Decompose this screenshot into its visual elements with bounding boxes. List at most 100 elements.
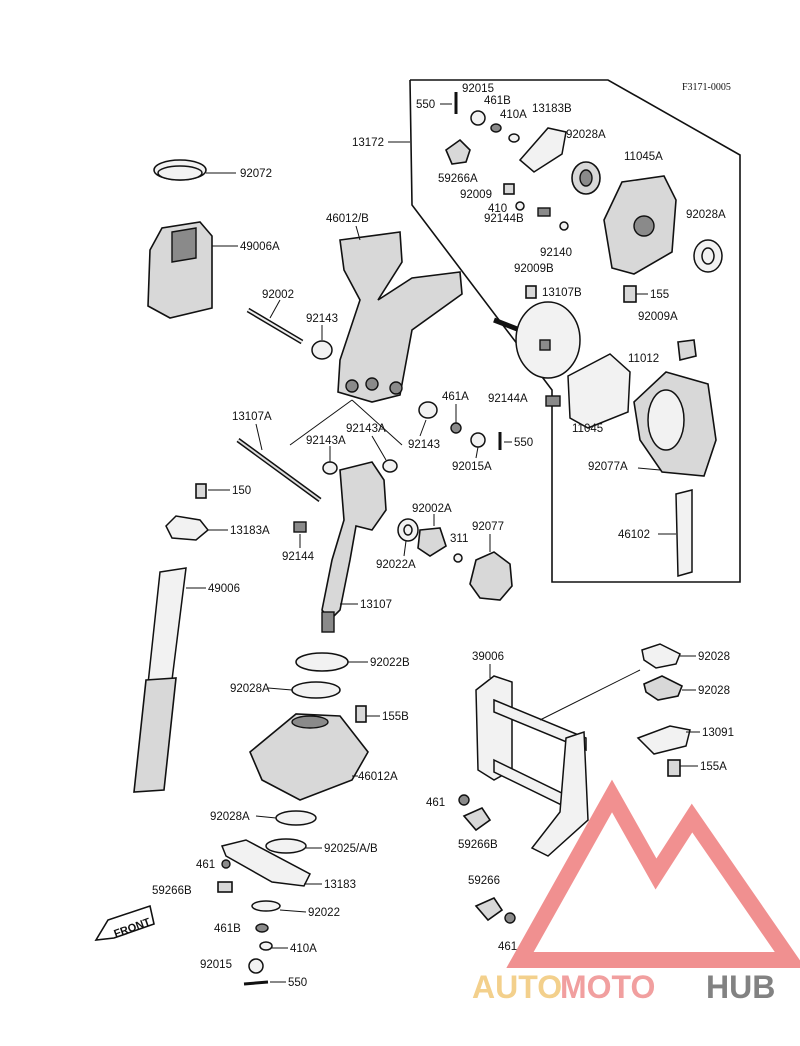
tube-49006-upper [147,567,187,685]
label-92009B: 92009B [514,263,554,275]
label-92025: 92025/A/B [324,843,378,855]
label-92144: 92144 [282,551,315,563]
label-11045: 11045 [572,423,603,435]
leader-92002 [269,299,281,319]
label-11045A: 11045A [624,151,663,163]
label-46012B: 46012/B [326,213,369,225]
label-410A-top: 410A [500,109,527,121]
watermark-logo: AUTO MOTO HUB [472,779,800,1005]
label-155: 155 [650,289,669,301]
spring-92144 [293,521,307,533]
label-550-mid: 550 [514,437,533,449]
leader-92015A [475,446,479,459]
frame-39006-right [530,730,589,857]
leader-13107A [255,423,263,451]
bolt-155B [355,705,367,723]
label-59266: 59266 [468,875,500,887]
plate-13183A [165,515,210,541]
label-461-low: 461 [196,859,215,871]
washer-92143A-mid [382,459,398,473]
watermark-auto: AUTO [472,969,562,1005]
collar-92143-mid [418,401,438,419]
washer-410A-top [508,133,520,143]
pin-550-low [243,980,269,986]
washer-92022B [295,652,349,672]
label-13183A: 13183A [230,525,270,537]
boot-49006A-slot [171,227,197,263]
nut-92015-top [470,110,486,126]
label-92009A: 92009A [638,311,678,323]
label-59266B-right: 59266B [458,839,498,851]
label-59266B-low: 59266B [152,885,192,897]
label-92002: 92002 [262,289,294,301]
label-11012: 11012 [628,353,659,365]
label-550-low: 550 [288,977,307,989]
fitting-59266 [474,896,504,922]
disc-13107B-hub [539,339,551,351]
fitting-59266B-right [462,806,492,832]
housing-46012A [249,713,369,801]
washer-461B-top [490,123,502,133]
label-92015A: 92015A [452,461,492,473]
label-92022B: 92022B [370,657,410,669]
spring-92144A [545,395,561,407]
label-92144A: 92144A [488,393,528,405]
label-461A: 461A [442,391,469,403]
label-410: 410 [488,203,507,215]
collar-92143-top [311,340,333,360]
label-92015-top: 92015 [462,83,494,95]
bracket-hole-1 [345,379,359,393]
watermark-moto: MOTO [560,969,655,1005]
knob-92077A-face [647,389,685,451]
bracket-hole-3 [389,381,403,395]
label-92077: 92077 [472,521,504,533]
label-92015: 92015 [200,959,232,971]
label-410A-low: 410A [290,943,317,955]
label-461-right: 461 [426,797,445,809]
label-155B: 155B [382,711,409,723]
label-92028A-top: 92028A [566,129,606,141]
bracket-hole-2 [365,377,379,391]
label-59266A: 59266A [438,173,478,185]
washer-92022A-hole [403,524,413,536]
leader-frame-clip [539,669,641,721]
label-92028A-right: 92028A [686,209,726,221]
leader-92022 [279,909,307,913]
label-49006: 49006 [208,583,240,595]
label-13107B: 13107B [542,287,582,299]
label-39006: 39006 [472,651,504,663]
clip-92028-a [641,643,681,669]
shaft-13107A-core [237,439,321,501]
label-92028-b: 92028 [698,685,730,697]
washer-410A-low [259,941,273,951]
label-13107A: 13107A [232,411,272,423]
leader-92077A [637,467,661,471]
housing-46012A-bore [291,715,329,729]
frame-39006-bar-top [493,698,587,752]
collar-92028A-top-hole [579,169,593,187]
label-155A: 155A [700,761,727,773]
nut-92015A [470,432,486,448]
leader-bracket-left [289,399,353,446]
bracket-46012B [337,231,463,403]
label-92009: 92009 [460,189,492,201]
bolt-155 [623,285,637,303]
washer-461-low [221,859,231,869]
label-150: 150 [232,485,251,497]
label-92143A-left: 92143A [306,435,346,447]
fitting-59266B-low [217,881,233,893]
label-13107: 13107 [360,599,392,611]
label-461-bottom: 461 [498,941,517,953]
diagram-code: F3171-0005 [682,82,731,93]
washer-92022 [251,900,281,912]
leader-92143-mid [419,419,427,437]
clamp-92072-inner [157,165,203,181]
cap-11012 [677,339,697,361]
tube-49006-lower [133,677,177,793]
leader-92028A-low [255,815,277,819]
label-13172: 13172 [352,137,384,149]
bolt-150 [195,483,207,499]
clip-92028-b [643,675,684,701]
subassembly-frame [409,79,741,583]
